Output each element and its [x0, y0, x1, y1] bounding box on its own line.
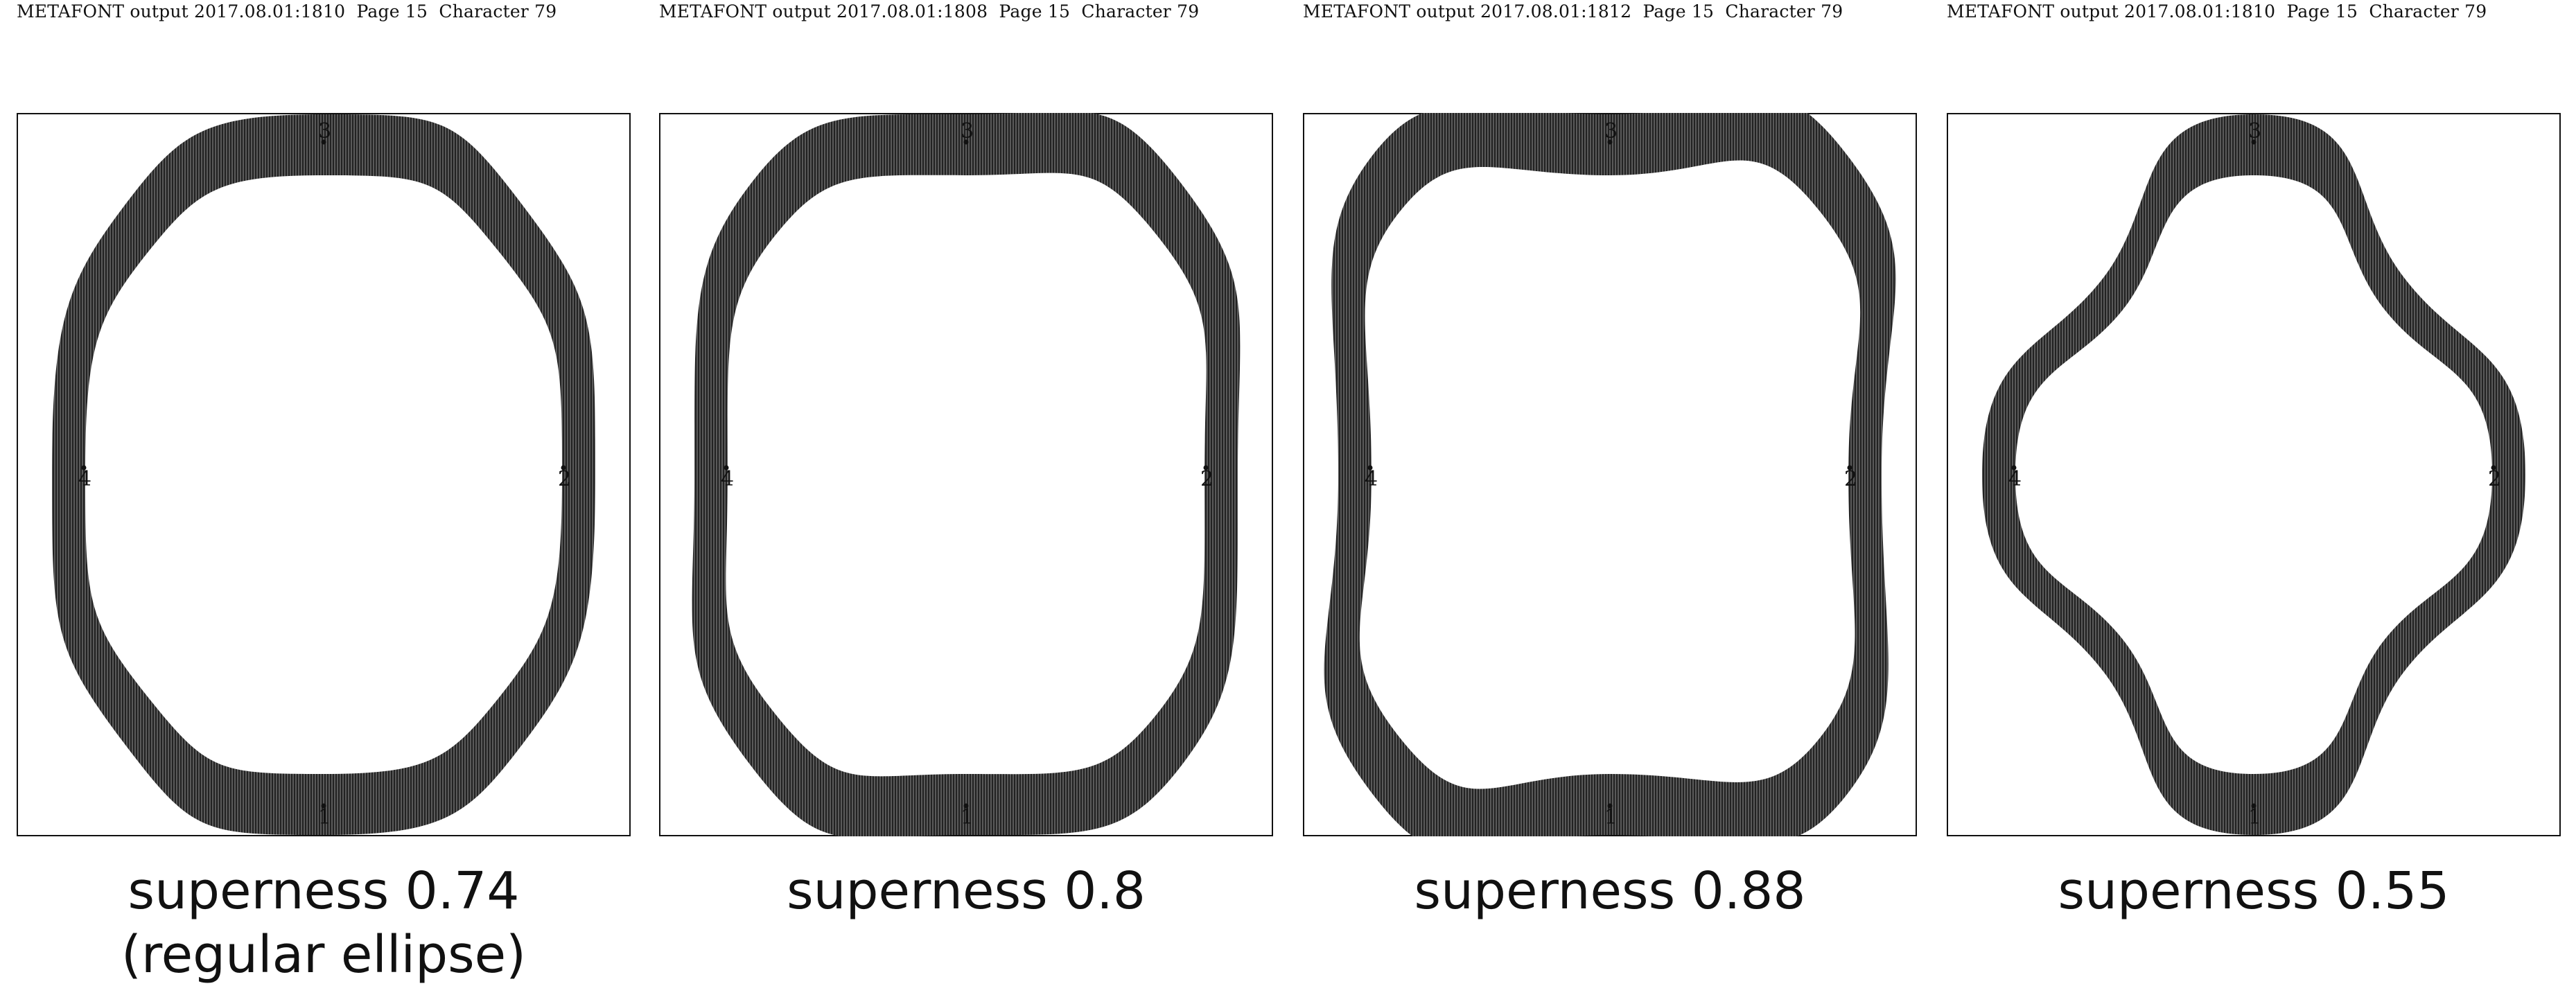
point-1-marker: 1 — [1604, 803, 1618, 829]
glyph-o-shape — [1324, 113, 1896, 836]
glyph-figure: 1 2 3 4 — [1947, 113, 2561, 836]
point-3-marker: 3 — [961, 119, 974, 145]
superness-caption: superness 0.74 (regular ellipse) — [17, 859, 631, 987]
point-2-marker: 2 — [2488, 465, 2501, 491]
glyph-canvas: 1 2 3 4 — [659, 113, 1273, 836]
caption-line-1: superness 0.55 — [2058, 861, 2450, 921]
metafont-header: METAFONT output 2017.08.01:1808 Page 15 … — [659, 1, 1200, 21]
point-label-3: 3 — [2248, 119, 2261, 143]
bounding-box — [1303, 113, 1917, 836]
metafont-header: METAFONT output 2017.08.01:1810 Page 15 … — [1947, 1, 2487, 21]
point-4-marker: 4 — [1365, 465, 1378, 491]
point-label-2: 2 — [1844, 467, 1857, 491]
glyph-o-shape — [1982, 114, 2525, 835]
metafont-header: METAFONT output 2017.08.01:1812 Page 15 … — [1303, 1, 1843, 21]
point-3-marker: 3 — [2248, 119, 2261, 145]
panel-2: METAFONT output 2017.08.01:1808 Page 15 … — [659, 0, 1283, 995]
point-4-marker: 4 — [2008, 465, 2022, 491]
point-3-marker: 3 — [1604, 119, 1618, 145]
point-label-1: 1 — [961, 805, 974, 829]
point-1-marker: 1 — [961, 803, 974, 829]
point-3-marker: 3 — [318, 119, 331, 145]
glyph-o-shape — [692, 113, 1241, 836]
point-4-marker: 4 — [78, 465, 91, 491]
glyph-canvas: 1 2 3 4 — [17, 113, 631, 836]
caption-line-1: superness 0.74 — [128, 861, 520, 921]
point-label-4: 4 — [78, 467, 91, 491]
point-label-4: 4 — [2008, 467, 2022, 491]
bounding-box — [659, 113, 1273, 836]
glyph-canvas: 1 2 3 4 — [1303, 113, 1917, 836]
point-label-1: 1 — [318, 805, 331, 829]
point-label-2: 2 — [1200, 467, 1213, 491]
glyph-figure: 1 2 3 4 — [659, 113, 1273, 836]
point-label-3: 3 — [318, 119, 331, 143]
glyph-o-shape — [52, 114, 595, 835]
point-label-3: 3 — [961, 119, 974, 143]
caption-line-2: (regular ellipse) — [121, 925, 527, 985]
superness-caption: superness 0.88 — [1303, 859, 1917, 923]
caption-line-1: superness 0.88 — [1414, 861, 1806, 921]
point-2-marker: 2 — [1844, 465, 1857, 491]
glyph-figure: 1 2 3 4 — [1303, 113, 1917, 836]
superness-caption: superness 0.8 — [659, 859, 1273, 923]
panel-4: METAFONT output 2017.08.01:1810 Page 15 … — [1947, 0, 2570, 995]
bounding-box — [1947, 113, 2561, 836]
point-label-3: 3 — [1604, 119, 1618, 143]
point-2-marker: 2 — [558, 465, 571, 491]
point-2-marker: 2 — [1200, 465, 1213, 491]
point-label-4: 4 — [1365, 467, 1378, 491]
panel-3: METAFONT output 2017.08.01:1812 Page 15 … — [1303, 0, 1927, 995]
bounding-box — [17, 113, 631, 836]
point-label-4: 4 — [721, 467, 734, 491]
point-4-marker: 4 — [721, 465, 734, 491]
metafont-header: METAFONT output 2017.08.01:1810 Page 15 … — [17, 1, 557, 21]
point-label-2: 2 — [2488, 467, 2501, 491]
point-label-2: 2 — [558, 467, 571, 491]
panel-1: METAFONT output 2017.08.01:1810 Page 15 … — [17, 0, 640, 995]
caption-line-1: superness 0.8 — [787, 861, 1146, 921]
point-1-marker: 1 — [2248, 803, 2261, 829]
glyph-canvas: 1 2 3 4 — [1947, 113, 2561, 836]
glyph-figure: 1 2 3 4 — [17, 113, 631, 836]
superness-caption: superness 0.55 — [1947, 859, 2561, 923]
point-label-1: 1 — [1604, 805, 1618, 829]
point-1-marker: 1 — [318, 803, 331, 829]
point-label-1: 1 — [2248, 805, 2261, 829]
